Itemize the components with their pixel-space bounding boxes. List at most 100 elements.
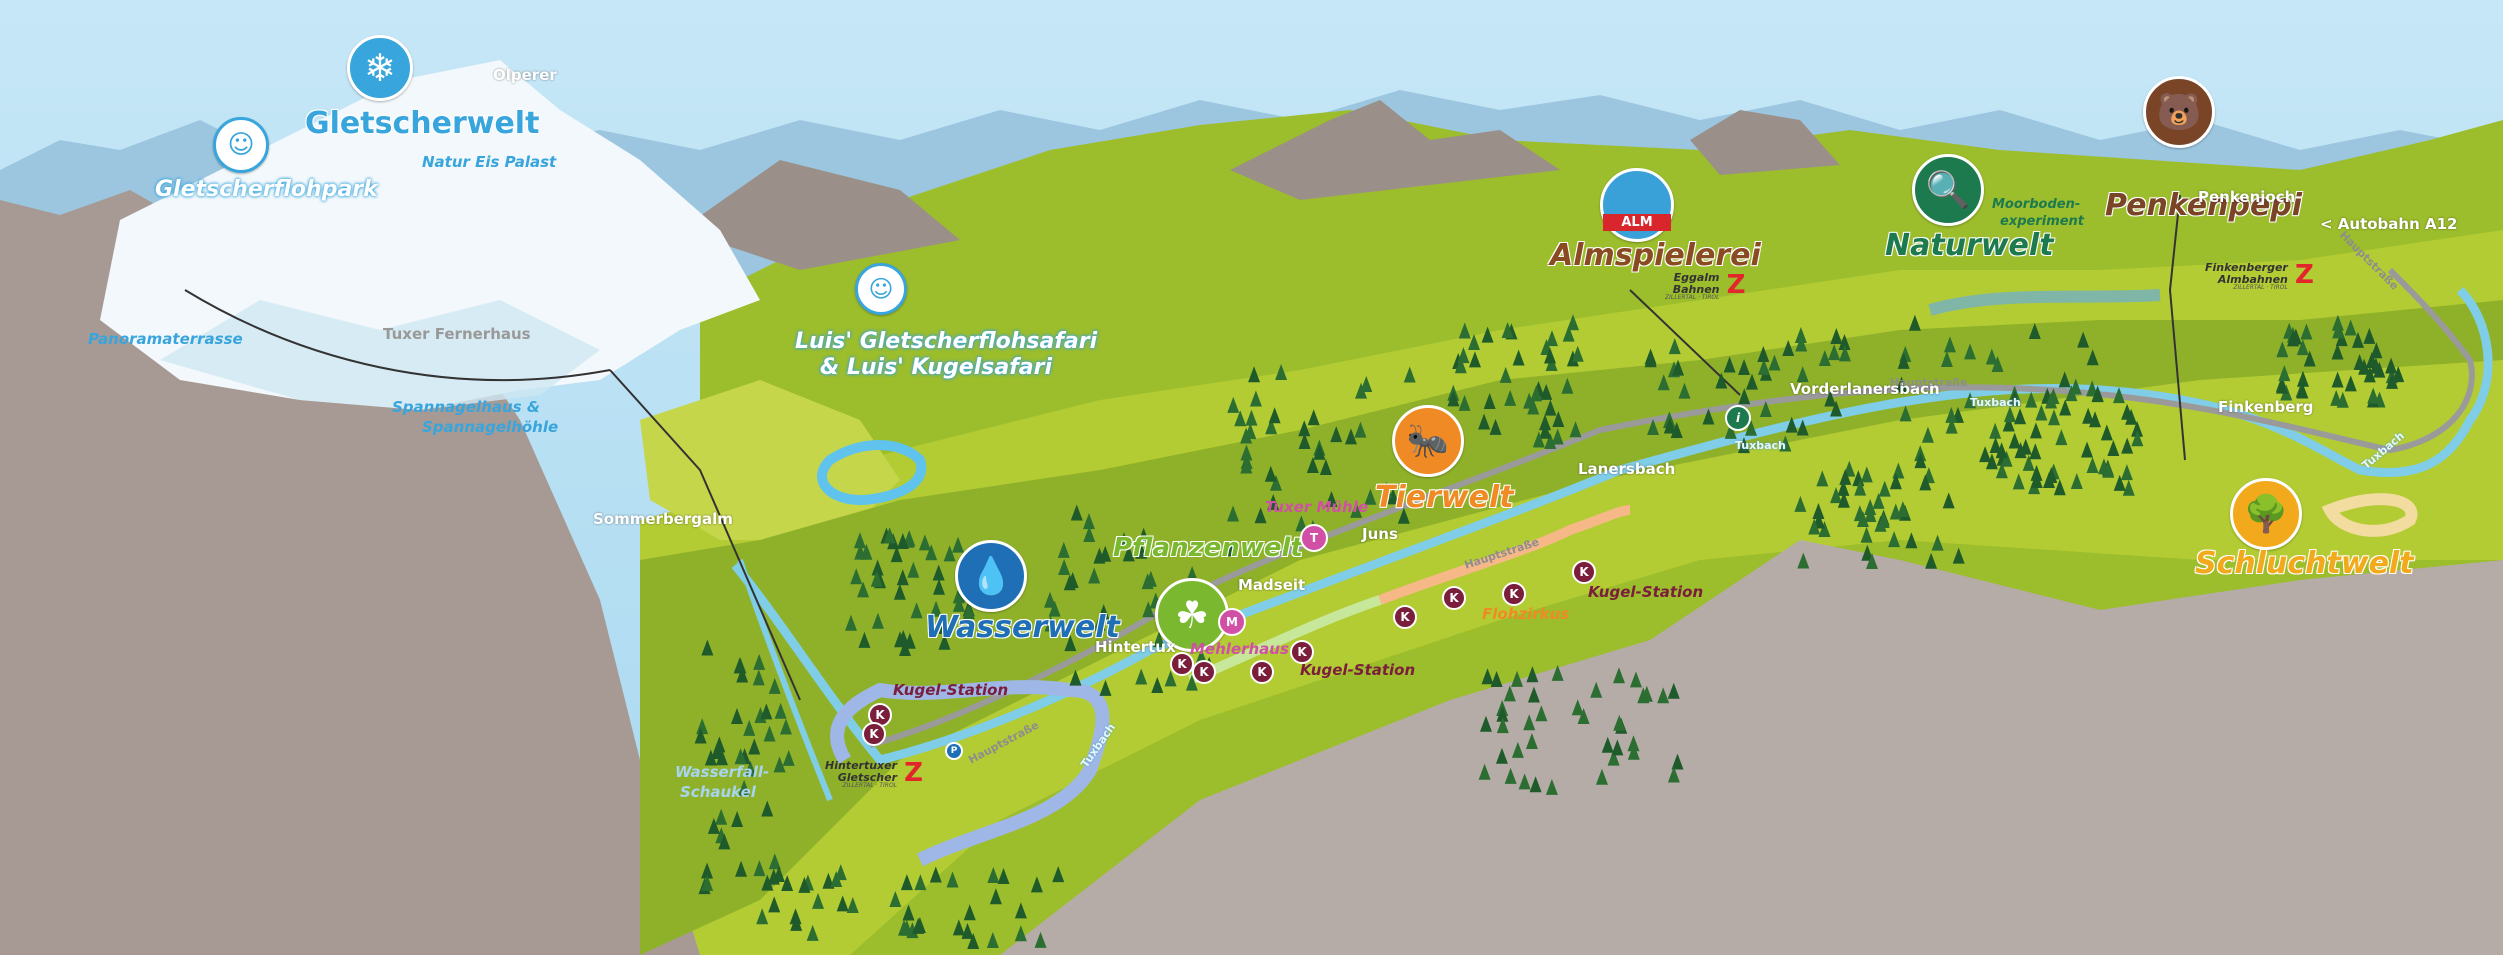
almspielerei-label[interactable]: Almspielerei (1550, 238, 1761, 273)
lanersbach-label: Lanersbach (1578, 460, 1676, 478)
tree (701, 862, 714, 879)
tree (1544, 347, 1557, 364)
tree (938, 633, 951, 650)
tierwelt-label[interactable]: Tierwelt (1375, 480, 1514, 515)
wasserwelt-label[interactable]: Wasserwelt (925, 610, 1120, 645)
tree (1313, 443, 1326, 460)
info-marker[interactable]: i (1725, 405, 1751, 431)
penkenpepi-bear-icon[interactable]: 🐻 (2143, 76, 2215, 148)
kugel-marker[interactable]: K (1192, 660, 1216, 684)
penkenpepi-label[interactable]: Penkenpepi (2105, 188, 2303, 223)
tree (2370, 342, 2383, 359)
kugel-marker[interactable]: K (1502, 582, 1526, 606)
gletscherwelt-label[interactable]: Gletscherwelt (305, 106, 540, 141)
naturwelt-label[interactable]: Naturwelt (1885, 228, 2054, 263)
tree (989, 888, 1002, 905)
tree (1454, 357, 1467, 374)
tree (1093, 614, 1106, 631)
tree (1227, 505, 1240, 522)
tree (1164, 670, 1177, 687)
tree (1511, 741, 1524, 758)
tree (701, 874, 714, 891)
mehlerhaus-marker[interactable]: M (1218, 608, 1246, 636)
tree (871, 612, 884, 629)
kugel-marker[interactable]: K (862, 722, 886, 746)
tree (1267, 494, 1280, 511)
tree (943, 545, 956, 562)
kugel-marker[interactable]: K (1442, 586, 1466, 610)
kugel-marker[interactable]: K (1250, 660, 1274, 684)
tree (1613, 714, 1626, 731)
gletscherflohpark-flea-icon[interactable]: ☺ (213, 117, 269, 173)
kugel-marker[interactable]: K (1170, 652, 1194, 676)
tree (1566, 350, 1579, 367)
tree (2363, 366, 2376, 383)
parking-marker[interactable]: P (945, 742, 963, 760)
autobahn-a12-label[interactable]: < Autobahn A12 (2320, 215, 2458, 233)
luis-label-line1[interactable]: Luis' Gletscherflohsafari (795, 329, 1098, 354)
tree (1877, 512, 1890, 529)
schluchtwelt-label[interactable]: Schluchtwelt (2195, 546, 2414, 581)
luis-label-line2[interactable]: & Luis' Kugelsafari (820, 355, 1053, 380)
tree (1785, 416, 1798, 433)
tree (707, 817, 720, 834)
tree (932, 564, 945, 581)
kugel-station-label-2: Kugel-Station (1300, 661, 1416, 679)
luis-flea-icon[interactable]: ☺ (855, 263, 907, 315)
tree (934, 617, 947, 634)
tree (1860, 526, 1873, 543)
tree (779, 718, 792, 735)
naturwelt-magnifier-icon[interactable]: 🔍 (1912, 154, 1984, 226)
tree (2030, 472, 2043, 489)
tree (1523, 714, 1536, 731)
tree (2386, 372, 2399, 389)
tree (1097, 604, 1110, 621)
gletscherwelt-snowflake-icon[interactable]: ❄ (347, 35, 413, 101)
tree (2025, 391, 2038, 408)
tree (1234, 410, 1247, 427)
pflanzenwelt-clover-icon[interactable]: ☘ (1155, 578, 1229, 652)
schluchtwelt-tree-icon[interactable]: 🌳 (2230, 478, 2302, 550)
tree (1248, 366, 1261, 383)
tree (946, 871, 959, 888)
almspielerei-alm-badge-icon[interactable]: ALM (1600, 168, 1674, 242)
kugel-marker[interactable]: K (1393, 605, 1417, 629)
tree (967, 933, 980, 950)
tree (1627, 735, 1640, 752)
tree (858, 631, 871, 648)
tree (1275, 364, 1288, 381)
wasserwelt-water-drop-icon[interactable]: 💧 (955, 540, 1027, 612)
tree (1387, 488, 1400, 505)
tree (870, 570, 883, 587)
kugel-marker[interactable]: K (1572, 560, 1596, 584)
tierwelt-ant-icon[interactable]: 🐜 (1392, 405, 1464, 477)
tree (2045, 467, 2058, 484)
gletscherflohpark-label[interactable]: Gletscherflohpark (155, 177, 378, 202)
tree (1964, 343, 1977, 360)
kugel-marker[interactable]: K (1290, 640, 1314, 664)
tuxer-muehle-label: Tuxer Mühle (1265, 498, 1369, 516)
tree (1240, 453, 1253, 470)
tree (932, 578, 945, 595)
tree (2100, 424, 2113, 441)
tree (1824, 390, 1837, 407)
tree (1551, 428, 1564, 445)
tree (836, 895, 849, 912)
tree (1571, 345, 1584, 362)
tree (1518, 773, 1531, 790)
tree (1919, 474, 1932, 491)
pflanzenwelt-label[interactable]: Pflanzenwelt (1113, 533, 1303, 563)
olperer-label: Olperer (493, 66, 557, 84)
tree (1527, 686, 1540, 703)
panoramaterrasse-label: Panoramaterrasse (88, 330, 243, 348)
tuxer-muehle-marker[interactable]: T (1300, 524, 1328, 552)
tree (2131, 420, 2144, 437)
tree (1899, 405, 1912, 422)
tree (1354, 421, 1367, 438)
tree (952, 536, 965, 553)
z-logo-icon: Z (904, 758, 924, 788)
tree (1672, 359, 1685, 376)
tree (768, 853, 781, 870)
tree (1830, 328, 1843, 345)
tree (896, 569, 909, 586)
